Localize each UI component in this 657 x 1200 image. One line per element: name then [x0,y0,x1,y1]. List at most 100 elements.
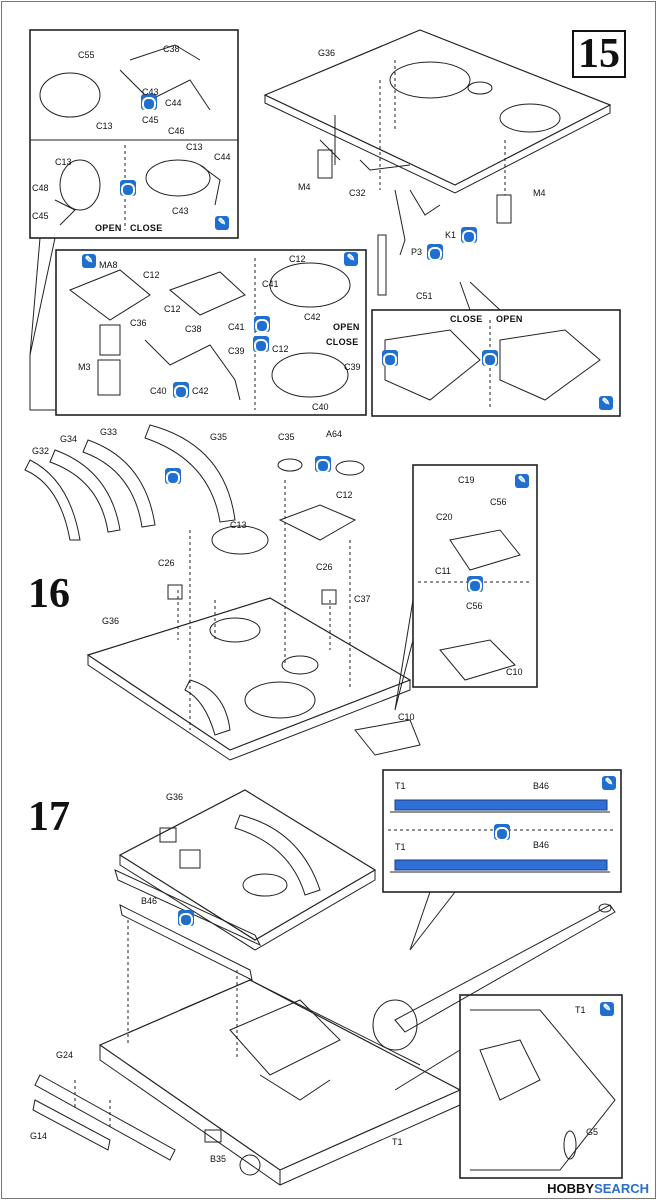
either-side-icon [315,456,331,473]
part-label: C12 [289,254,306,264]
part-label: G32 [32,446,50,456]
part-label: M4 [298,182,311,192]
either-side-icon [120,180,136,197]
watermark: HOBBYSEARCH [547,1181,649,1196]
part-label: P3 [411,247,423,257]
part-label: C11 [435,566,451,576]
part-label: C40 [312,402,329,412]
watermark-prefix: HOBBY [547,1181,595,1196]
step-number-17: 17 [28,794,70,840]
cement-icon: ✎ [82,254,96,268]
either-side-icon [427,244,443,261]
part-label: B46 [141,896,158,906]
step-number-15: 15 [572,30,626,78]
part-label: C20 [436,512,453,522]
part-label: C42 [192,386,209,396]
watermark-suffix: SEARCH [594,1181,649,1196]
either-side-icon [254,316,270,333]
part-label: MA8 [99,260,118,270]
part-label: C42 [304,312,321,322]
part-label: C10 [506,667,523,677]
part-label: M3 [78,362,91,372]
part-label: C13 [230,520,247,530]
part-label: G34 [60,434,78,444]
part-label: G33 [100,427,118,437]
open-label: OPEN [95,223,122,233]
close-label: CLOSE [450,314,483,324]
part-label: B35 [210,1154,227,1164]
part-label: C36 [130,318,147,328]
part-label: T1 [575,1005,586,1015]
part-label: M4 [533,188,546,198]
part-label: C12 [336,490,353,500]
part-label: K1 [445,230,457,240]
cement-icon: ✎ [600,1002,614,1016]
part-label: T1 [395,842,406,852]
part-label: C32 [349,188,366,198]
part-label: G5 [586,1127,599,1137]
part-label: C26 [316,562,333,572]
either-side-icon [165,468,181,485]
cement-icon: ✎ [599,396,613,410]
part-label: C12 [164,304,181,314]
cement-icon: ✎ [344,252,358,266]
open-label: OPEN [333,322,360,332]
part-label: A64 [326,429,343,439]
part-label: C35 [278,432,295,442]
part-label: C48 [32,183,49,193]
part-label: C13 [96,121,113,131]
part-label: C39 [228,346,245,356]
part-label: C44 [165,98,182,108]
part-label: G36 [318,48,336,58]
part-label: C26 [158,558,175,568]
part-label: C39 [344,362,361,372]
part-label: C10 [398,712,415,722]
either-side-icon [173,382,189,399]
part-label: T1 [392,1137,403,1147]
part-label: C41 [228,322,245,332]
part-label: C37 [354,594,371,604]
cement-icon: ✎ [515,474,529,488]
part-label: C43 [142,87,159,97]
part-label: B46 [533,840,550,850]
part-label: C55 [78,50,95,60]
part-label: C56 [490,497,507,507]
either-side-icon [494,824,510,841]
either-side-icon [467,576,483,593]
part-label: C12 [272,344,289,354]
part-label: C19 [458,475,475,485]
part-label: G14 [30,1131,48,1141]
part-label: C13 [186,142,203,152]
step-number-16: 16 [28,571,70,617]
cement-icon: ✎ [215,216,229,230]
either-side-icon [382,350,398,367]
part-label: T1 [395,781,406,791]
either-side-icon [253,336,269,353]
either-side-icon [141,94,157,111]
part-label: C46 [168,126,185,136]
part-label: G36 [102,616,120,626]
part-label: C56 [466,601,483,611]
part-label: C41 [262,279,279,289]
either-side-icon [461,227,477,244]
part-label: C43 [172,206,189,216]
cement-icon: ✎ [602,776,616,790]
part-label: G35 [210,432,228,442]
either-side-icon [178,910,194,927]
close-label: CLOSE [130,223,163,233]
close-label: CLOSE [326,337,359,347]
part-label: C38 [185,324,202,334]
either-side-icon [482,350,498,367]
part-label: C38 [163,44,180,54]
part-label: C12 [143,270,160,280]
part-label: C44 [214,152,231,162]
part-label: C40 [150,386,167,396]
part-label: C13 [55,157,72,167]
open-label: OPEN [496,314,523,324]
part-label: C51 [416,291,433,301]
part-label: C45 [142,115,159,125]
part-label: G36 [166,792,184,802]
part-label: B46 [533,781,550,791]
